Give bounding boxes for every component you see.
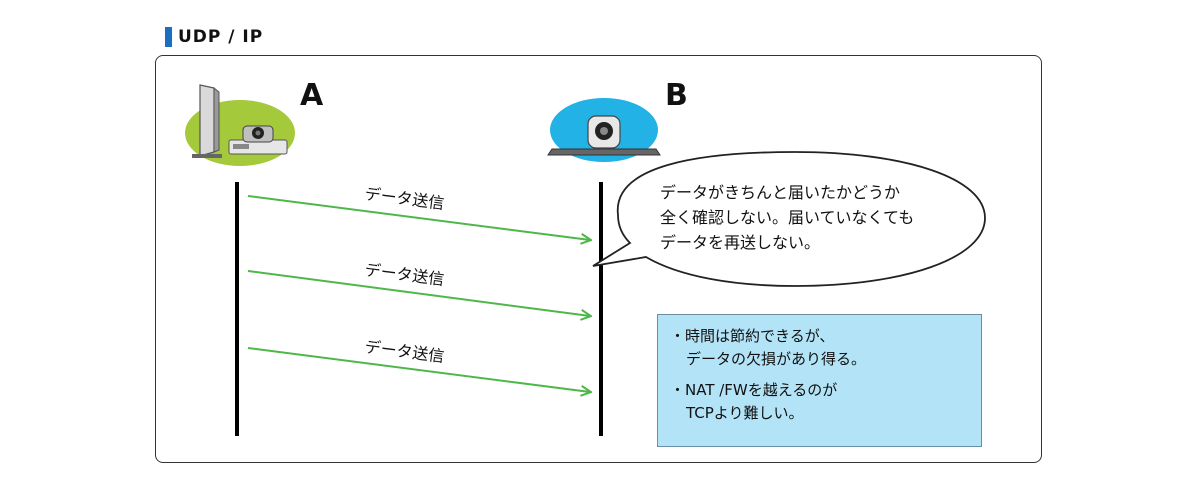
node-a-label: A: [300, 78, 324, 113]
bubble-line-1: データがきちんと届いたかどうか: [660, 183, 901, 202]
note-2-line-2: TCPより難しい。: [686, 404, 804, 422]
note-item-1: ・時間は節約できるが、 データの欠損があり得る。: [670, 325, 969, 371]
node-b-device-icon: [547, 98, 661, 162]
message-arrow-2: [247, 270, 590, 316]
bubble-text: データがきちんと届いたかどうか 全く確認しない。届いていなくても データを再送し…: [660, 180, 960, 255]
note-item-2: ・NAT /FWを越えるのが TCPより難しい。: [670, 379, 969, 425]
message-arrow-1: [247, 195, 590, 240]
note-2-line-1: ・NAT /FWを越えるのが: [670, 381, 838, 399]
bubble-line-3: データを再送しない。: [660, 233, 821, 252]
note-1-line-2: データの欠損があり得る。: [686, 350, 867, 368]
title-marker-bar: [165, 27, 172, 47]
note-box: ・時間は節約できるが、 データの欠損があり得る。 ・NAT /FWを越えるのが …: [657, 314, 982, 447]
message-arrow-3: [247, 347, 590, 392]
section-title: UDP / IP: [165, 26, 263, 48]
node-b-label: B: [665, 78, 688, 113]
note-1-line-1: ・時間は節約できるが、: [670, 327, 835, 345]
section-title-text: UDP / IP: [178, 27, 264, 47]
node-a-device-icon: [185, 84, 295, 166]
bubble-line-2: 全く確認しない。届いていなくても: [660, 208, 915, 227]
diagram-frame: [155, 55, 1042, 463]
speech-bubble: [592, 151, 986, 287]
